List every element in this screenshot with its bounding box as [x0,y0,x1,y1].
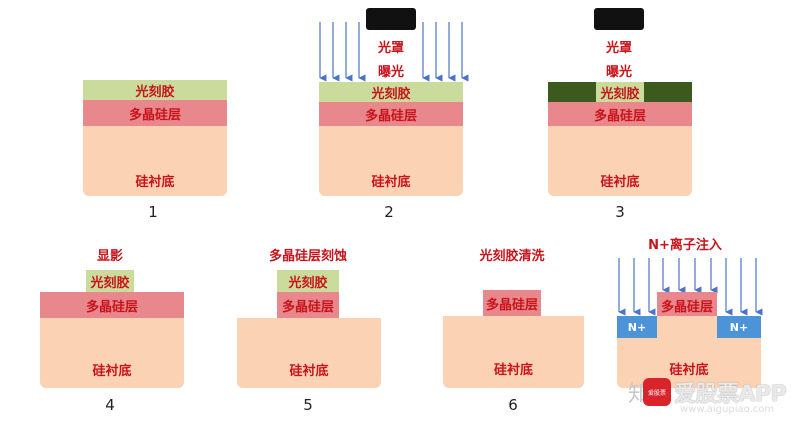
polysilicon-layer: 多晶硅层 [319,102,463,126]
photoresist-label: 光刻胶 [600,86,640,102]
photoresist-layer: 光刻胶 [319,82,463,102]
polysilicon-layer: 多晶硅层 [40,292,184,318]
polysilicon-label: 多晶硅层 [85,299,138,315]
substrate-block: 硅衬底 [319,126,463,196]
photoresist-layer: 光刻胶 [86,270,134,292]
substrate-label: 硅衬底 [135,174,175,190]
step-number: 5 [303,396,313,414]
polysilicon-gate: 多晶硅层 [657,292,717,318]
photoresist-label: 光刻胶 [135,84,175,100]
step-title: 光刻胶清洗 [479,249,545,264]
mask-label: 光罩 [605,41,632,56]
exposure-label: 曝光 [605,65,632,80]
nplus-region-left: N+ [617,316,657,338]
substrate-block: 硅衬底 [548,126,692,196]
polysilicon-layer: 多晶硅层 [83,100,227,126]
step-title: 显影 [96,249,123,264]
polysilicon-label: 多晶硅层 [364,108,417,124]
photoresist-layer: 光刻胶 [83,80,227,100]
step-title: 多晶硅层刻蚀 [268,249,347,264]
substrate-block: 硅衬底 [40,318,184,388]
polysilicon-layer: 多晶硅层 [277,292,339,318]
polysilicon-layer: 多晶硅层 [483,290,541,316]
polysilicon-layer: 多晶硅层 [548,102,692,126]
photoresist-layer: 光刻胶 [277,270,339,292]
watermark-badge: 爱股票 [647,389,666,397]
substrate-block: 硅衬底 [237,318,381,388]
step-number: 2 [384,203,394,221]
substrate-label: 硅衬底 [669,362,709,378]
step-number: 4 [105,396,115,414]
nplus-region-right: N+ [717,316,761,338]
mask-label: 光罩 [377,41,404,56]
exposed-photoresist-right [644,82,692,102]
exposure-label: 曝光 [377,65,404,80]
exposed-photoresist-left [548,82,596,102]
step-number: 3 [615,203,625,221]
polysilicon-label: 多晶硅层 [281,299,334,315]
substrate-block: 硅衬底 [443,316,584,388]
watermark-url: www.aigupiao.com [680,404,775,415]
step-number: 6 [508,396,518,414]
photomask [366,8,416,30]
brand-logo-icon: 爱股票 [643,378,671,406]
substrate-label: 硅衬底 [600,174,640,190]
step-number: 1 [148,203,158,221]
substrate-label: 硅衬底 [289,363,329,379]
polysilicon-label: 多晶硅层 [593,108,646,124]
polysilicon-label: 多晶硅层 [128,107,181,123]
nplus-label: N+ [729,320,749,334]
polysilicon-label: 多晶硅层 [660,299,713,315]
nplus-label: N+ [627,320,647,334]
substrate-label: 硅衬底 [92,363,132,379]
photoresist-label: 光刻胶 [288,275,328,291]
substrate-label: 硅衬底 [371,174,411,190]
watermark-brand: 爱股票APP [674,382,787,407]
step-title: N+离子注入 [648,238,722,253]
photoresist-label: 光刻胶 [90,275,130,291]
photoresist-label: 光刻胶 [371,86,411,102]
substrate-block: 硅衬底 [83,126,227,196]
photoresist-layer: 光刻胶 [596,82,644,102]
photomask [594,8,644,30]
substrate-label: 硅衬底 [493,362,533,378]
polysilicon-label: 多晶硅层 [485,297,538,313]
